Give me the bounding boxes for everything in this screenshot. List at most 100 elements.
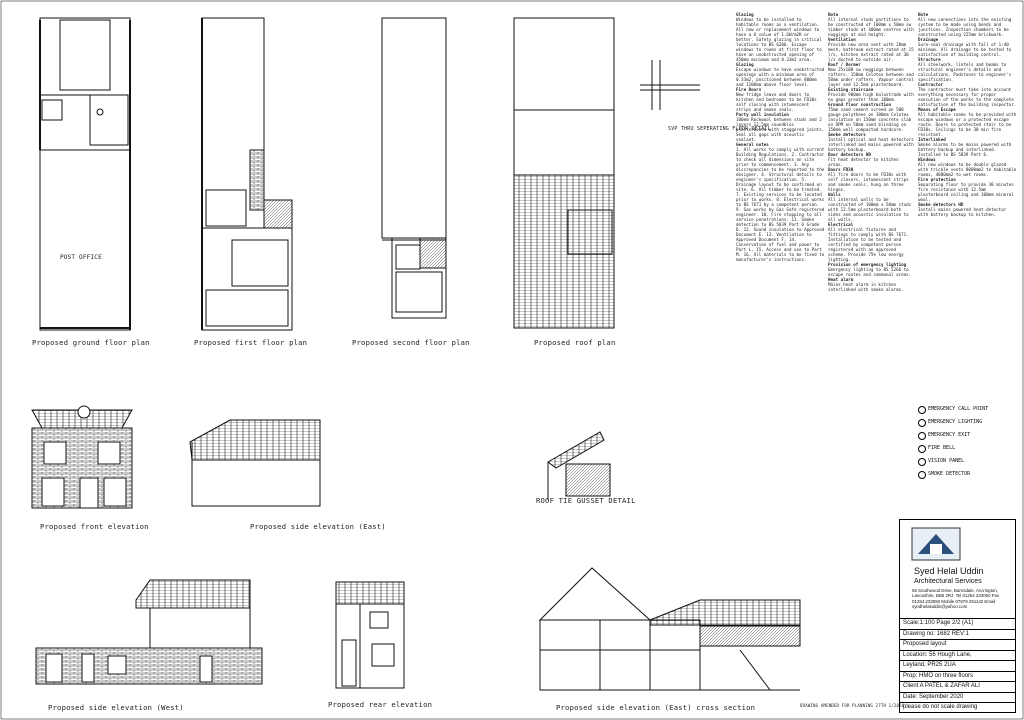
note-text: Mains heat alarm in kitchen interlinked …	[828, 282, 904, 292]
tb-warning: please do not scale drawing	[900, 702, 1015, 713]
firm-logo-icon	[911, 527, 961, 561]
note-heading: Means of Escape	[918, 107, 956, 112]
note-heading: Contractor	[918, 82, 944, 87]
note-heading: Glazing	[736, 62, 754, 67]
exit-icon	[918, 432, 926, 440]
tb-date: Date: September 2020	[900, 691, 1015, 703]
label-side-east: Proposed side elevation (East)	[250, 522, 386, 531]
firm-name: Syed Helal Uddin	[914, 566, 984, 576]
note-heading: Structure	[918, 57, 941, 62]
note-heading: Note	[828, 12, 839, 17]
tb-client: Client A PATEL & ZAFAR ALI	[900, 681, 1015, 692]
notes-column-2: Note All internal studs partitions to be…	[828, 12, 916, 602]
note-heading: Fire Doors	[736, 87, 762, 92]
note-text: All fire doors to be FD30s with self clo…	[828, 172, 909, 192]
note-heading: Drainage	[918, 37, 939, 42]
note-heading: Ground floor construction	[828, 102, 892, 107]
note-text: All steelwork, lintels and beams to stru…	[918, 62, 1012, 82]
note-text: Smoke alarms to be mains powered with ba…	[918, 142, 1012, 157]
note-heading: Glazing	[736, 12, 754, 17]
tb-title: Proposed layout	[900, 639, 1015, 650]
note-text: Escape windows to have unobstructed open…	[736, 67, 825, 87]
svp-detail	[640, 60, 700, 110]
tb-proposal: Prop: HMO on three floors	[900, 670, 1015, 682]
note-text: Separating floor to provide 30 minutes f…	[918, 182, 1014, 202]
legend-label: EMERGENCY CALL POINT	[928, 406, 989, 412]
legend-label: SMOKE DETECTOR	[928, 471, 971, 477]
roof-plan	[513, 17, 615, 329]
note-text: 1. All works to comply with current Buil…	[736, 147, 825, 262]
call-point-icon	[918, 406, 926, 414]
label-first-floor: Proposed first floor plan	[194, 338, 308, 347]
note-heading: Smoke detectors HD	[918, 202, 964, 207]
note-text: Sure-seal drainage with fall of 1:40 min…	[918, 42, 1012, 57]
note-heading: Smoke detectors	[828, 132, 866, 137]
label-rear-elevation: Proposed rear elevation	[328, 700, 433, 709]
note-heading: Fire protection	[918, 177, 956, 182]
note-heading: Note	[918, 12, 929, 17]
first-floor-plan	[201, 17, 293, 331]
note-heading: Ventilation	[828, 37, 856, 42]
note-text: 75mm sand cement screed on 500 gauge pol…	[828, 107, 912, 132]
note-text: New fridge leave and doors to kitchen an…	[736, 92, 817, 112]
label-second-floor: Proposed second floor plan	[352, 338, 470, 347]
legend-label: EMERGENCY LIGHTING	[928, 419, 983, 425]
title-block: Syed Helal Uddin Architectural Services …	[899, 519, 1016, 713]
vision-panel-icon	[918, 458, 926, 466]
emergency-light-icon	[918, 419, 926, 427]
label-front-elevation: Proposed front elevation	[40, 522, 149, 531]
side-elevation-east	[189, 419, 321, 507]
roof-tie-gusset	[547, 431, 611, 500]
note-heading: Windows	[918, 157, 936, 162]
note-text: Provide new area vent with 20mm mesh, ba…	[828, 42, 914, 62]
note-text: All habitable rooms to be provided with …	[918, 112, 1017, 137]
note-text: All electrical fixtures and fittings to …	[828, 227, 909, 262]
notes-column-1: Glazing Windows to be installed to habit…	[736, 12, 826, 442]
label-cross-section: Proposed side elevation (East) cross sec…	[556, 703, 756, 712]
cross-section	[538, 567, 801, 691]
tb-location-2: Leyland, PR25 2UA	[900, 660, 1015, 671]
note-heading: Walls	[828, 192, 841, 197]
tb-drawing-no: Drawing no: 1682 REV:1	[900, 628, 1015, 640]
note-heading: Interlinked	[918, 137, 946, 142]
note-heading: General notes	[736, 142, 769, 147]
legend-label: VISION PANEL	[928, 458, 965, 464]
firm-subtitle: Architectural Services	[914, 578, 982, 585]
label-ground-floor: Proposed ground floor plan	[32, 338, 150, 347]
note-heading: Provision of emergency lighting	[828, 262, 907, 267]
label-side-west: Proposed side elevation (West)	[48, 703, 184, 712]
legend-label: EMERGENCY EXIT	[928, 432, 971, 438]
note-text: New 25x100 sw noggings between rafters. …	[828, 67, 914, 87]
tb-scale: Scale:1:100 Page 2/2 (A1)	[900, 618, 1015, 629]
note-text: Install optical and heat detectors inter…	[828, 137, 914, 152]
note-heading: Electrical	[828, 222, 854, 227]
front-elevation	[31, 405, 133, 509]
smoke-detector-icon	[918, 471, 926, 479]
label-roof-tie: ROOF TIE GUSSET DETAIL	[536, 496, 636, 505]
label-roof-plan: Proposed roof plan	[534, 338, 616, 347]
side-elevation-west	[35, 579, 263, 685]
note-text: Provide 900mm high balustrade with no ga…	[828, 92, 914, 102]
label-svp-detail: SVP THRU SEPERATING FLOOR DETAIL	[668, 126, 771, 132]
note-heading: Party wall insulation	[736, 112, 789, 117]
legend-label: FIRE BELL	[928, 445, 956, 451]
note-text: All new connections into the existing sy…	[918, 17, 1012, 37]
notes-column-3: Note All new connections into the existi…	[918, 12, 1018, 402]
rear-elevation	[335, 581, 405, 689]
note-text: All internal walls to be constructed of …	[828, 197, 912, 222]
note-text: 100mm Rockwool between studs and 2 layer…	[736, 117, 825, 142]
tb-location: Location: 56 Hough Lane,	[900, 649, 1015, 661]
note-text: The contractor must take into account ev…	[918, 87, 1017, 107]
fire-bell-icon	[918, 445, 926, 453]
note-heading: Doors FD30	[828, 167, 854, 172]
note-text: Fit heat detector to kitchen areas.	[828, 157, 899, 167]
label-post-office: POST OFFICE	[60, 254, 102, 261]
note-heading: Door detectors HD	[828, 152, 871, 157]
note-heading: Roof / Dormer	[828, 62, 861, 67]
note-text: Install mains powered heat detector with…	[918, 207, 1007, 217]
second-floor-plan	[381, 17, 447, 319]
ground-floor-plan	[39, 17, 131, 331]
